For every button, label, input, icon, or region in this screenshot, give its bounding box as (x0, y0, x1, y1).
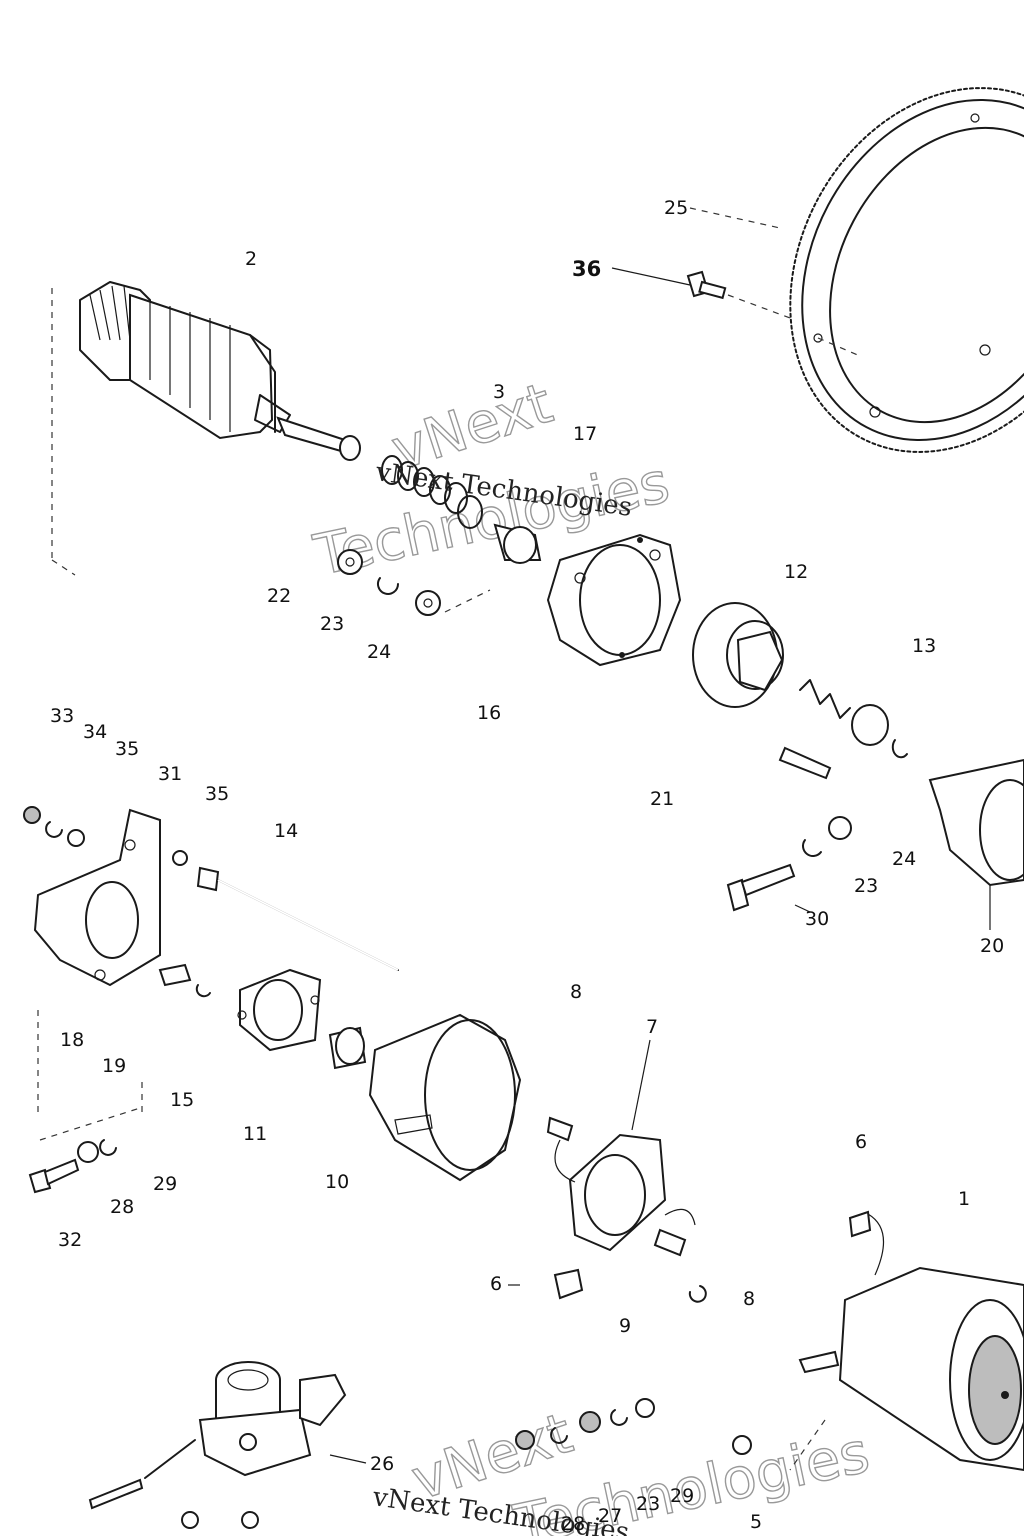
part-label: 35 (115, 738, 139, 760)
commutator-bushing (328, 1026, 367, 1070)
part-label: 2 (245, 248, 257, 270)
part-label: 12 (784, 561, 808, 583)
ring-gear (789, 87, 1024, 453)
part-label: 30 (805, 908, 829, 930)
through-bolt (196, 866, 399, 971)
leader-lines (329, 207, 826, 1471)
part-label: 29 (153, 1173, 177, 1195)
part-label: 23 (320, 613, 344, 635)
ghost-watermark-layer: vNext Technologies vNext Technologies (308, 370, 876, 1536)
part-labels: 2 3 17 25 36 22 23 24 12 13 16 33 34 35 … (50, 197, 1004, 1535)
part-label: 32 (58, 1229, 82, 1251)
part-label: 1 (958, 1188, 970, 1210)
part-label: 27 (598, 1505, 622, 1527)
brush-plate-cover (158, 963, 322, 1052)
part-label: 21 (650, 788, 674, 810)
armature (51, 281, 361, 576)
part-label: 6 (855, 1131, 867, 1153)
part-label: 7 (646, 1016, 658, 1038)
part-label: 20 (980, 935, 1004, 957)
terminal-nuts (515, 1398, 752, 1455)
part-label: 17 (573, 423, 597, 445)
part-label: 24 (892, 848, 916, 870)
part-label: 28 (110, 1196, 134, 1218)
starter-motor-body (798, 1210, 1024, 1472)
part-label: 31 (158, 763, 182, 785)
solenoid (88, 1361, 347, 1529)
part-label: 8 (570, 981, 582, 1003)
part-label: 29 (670, 1485, 694, 1507)
yoke-housing (368, 1013, 522, 1182)
part-label: 34 (83, 721, 107, 743)
brush-holder-assembly (546, 1116, 707, 1303)
part-label: 24 (367, 641, 391, 663)
pinion-gear (692, 602, 784, 708)
part-label: 22 (267, 585, 291, 607)
mounting-bracket (23, 806, 188, 987)
part-label: 25 (664, 197, 688, 219)
part-label: 26 (370, 1453, 394, 1475)
part-label: 23 (636, 1493, 660, 1515)
lower-bolt-washers (28, 1010, 143, 1194)
part-label: 14 (274, 820, 298, 842)
drive-end-housing (546, 533, 682, 667)
part-label: 11 (243, 1123, 267, 1145)
part-label: 10 (325, 1171, 349, 1193)
commutator-end-frame (928, 758, 1024, 930)
part-label: 19 (102, 1055, 126, 1077)
part-label: 36 (572, 257, 601, 281)
part-label: 8 (743, 1288, 755, 1310)
part-label: 9 (619, 1315, 631, 1337)
part-label: 13 (912, 635, 936, 657)
brush-spring-stack (381, 455, 542, 564)
pinion-spring-collar (778, 679, 908, 780)
part-label: 5 (750, 1511, 762, 1533)
part-label: 23 (854, 875, 878, 897)
part-label: 15 (170, 1089, 194, 1111)
part-label: 16 (477, 702, 501, 724)
part-label: 33 (50, 705, 74, 727)
part-label: 28 (561, 1513, 585, 1535)
part-label: 3 (493, 381, 505, 403)
ring-gear-bolt (611, 267, 791, 319)
part-label: 18 (60, 1029, 84, 1051)
part-label: 6 (490, 1273, 502, 1295)
washer-group-right (726, 816, 852, 913)
washer-group-upper (337, 549, 491, 616)
part-label: 35 (205, 783, 229, 805)
